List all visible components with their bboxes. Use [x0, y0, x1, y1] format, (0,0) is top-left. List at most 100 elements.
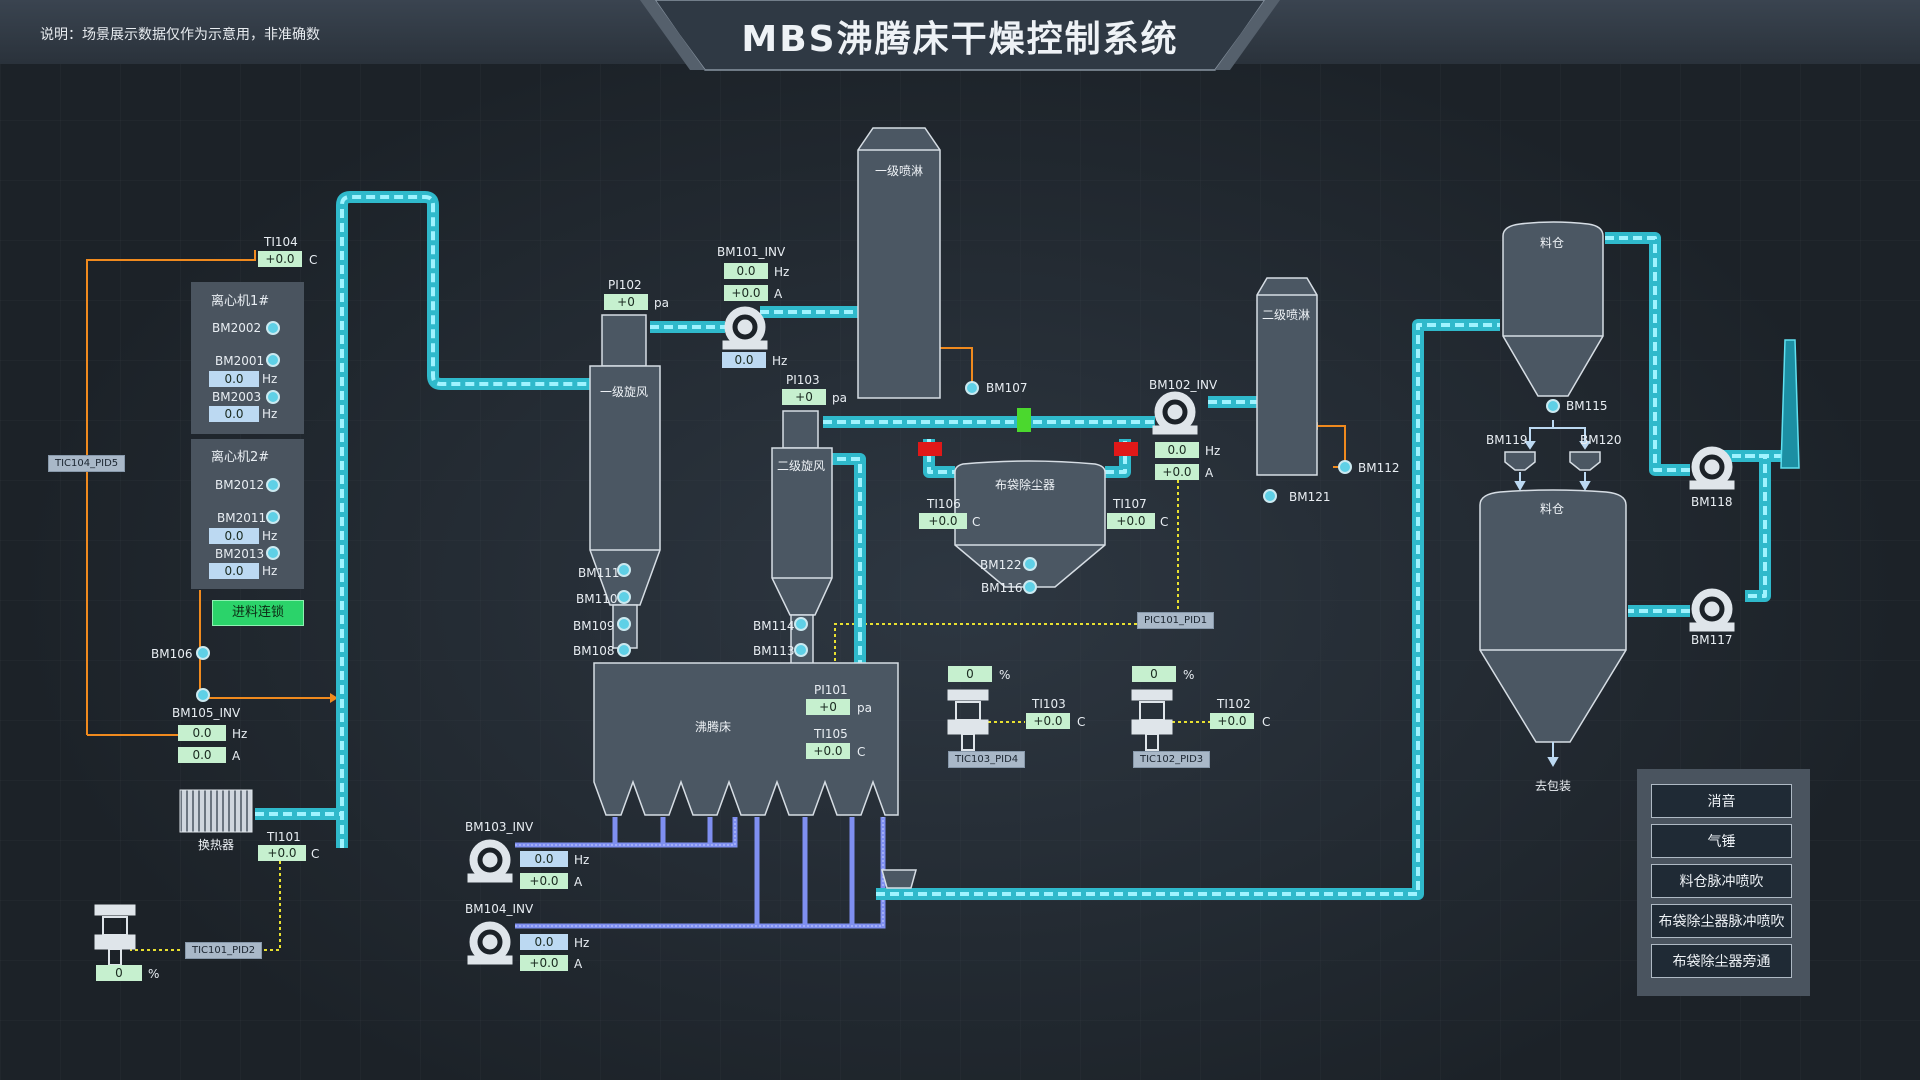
status-bm110[interactable]: [617, 590, 631, 604]
pi103-name: PI103: [786, 373, 820, 387]
bm2001-hz: 0.0: [209, 371, 259, 387]
label-bm106: BM106: [151, 647, 193, 661]
label-fluidbed: 沸腾床: [695, 720, 732, 734]
bm101-a: +0.0: [724, 285, 768, 301]
ti105-value: +0.0: [806, 743, 850, 759]
ti101-name: TI101: [267, 830, 301, 844]
status-bm113[interactable]: [794, 643, 808, 657]
fan-bm117: [1689, 588, 1735, 632]
bm103-hz: 0.0: [520, 851, 568, 867]
damper-green[interactable]: [1017, 408, 1031, 432]
heat-exchanger: [179, 789, 253, 833]
label-bm107: BM107: [986, 381, 1028, 395]
unit: Hz: [262, 564, 278, 578]
unit: Hz: [262, 372, 278, 386]
status-bm115[interactable]: [1546, 399, 1560, 413]
status-bm121[interactable]: [1263, 489, 1277, 503]
status-bm106[interactable]: [196, 646, 210, 660]
cmd-silence-button[interactable]: 消音: [1651, 784, 1792, 818]
silo-big: [1479, 489, 1627, 743]
unit: C: [1160, 515, 1169, 529]
tag-tic101[interactable]: TIC101_PID2: [185, 942, 263, 959]
tag-tic104[interactable]: TIC104_PID5: [48, 455, 126, 472]
unit: A: [774, 287, 783, 301]
label-bm112: BM112: [1358, 461, 1400, 475]
feed-interlock-button[interactable]: 进料连锁: [212, 600, 304, 626]
label-bm116: BM116: [981, 581, 1023, 595]
bm2011-hz: 0.0: [209, 528, 259, 544]
cmd-silo-pulse-button[interactable]: 料仓脉冲喷吹: [1651, 864, 1792, 898]
status-bm2011[interactable]: [266, 510, 280, 524]
tag-tic102[interactable]: TIC102_PID3: [1133, 751, 1211, 768]
status-bm114[interactable]: [794, 617, 808, 631]
label-spray1: 一级喷淋: [875, 164, 924, 178]
unit: A: [232, 749, 241, 763]
ti104-name: TI104: [264, 235, 298, 249]
ti107-value: +0.0: [1107, 513, 1155, 529]
status-bm111[interactable]: [617, 563, 631, 577]
fan-bm101: [722, 306, 768, 350]
label-bm119: BM119: [1486, 433, 1528, 447]
bm101-hz: 0.0: [724, 263, 768, 279]
hopper-bm119: [1504, 451, 1536, 471]
status-bm116[interactable]: [1023, 580, 1037, 594]
label-to-pack: 去包装: [1535, 779, 1572, 793]
status-bm2001[interactable]: [266, 353, 280, 367]
bm105-hz: 0.0: [178, 725, 226, 741]
unit: C: [1262, 715, 1271, 729]
ti103-value: +0.0: [1026, 713, 1070, 729]
status-bm122[interactable]: [1023, 557, 1037, 571]
status-bm107[interactable]: [965, 381, 979, 395]
label-silo-big: 料仓: [1540, 502, 1565, 516]
unit: %: [1183, 668, 1195, 682]
unit: Hz: [262, 529, 278, 543]
pi102-value: +0: [604, 294, 648, 310]
pid2-pct: 0: [96, 965, 142, 981]
status-bm2002[interactable]: [266, 321, 280, 335]
orange-lines: [86, 250, 1346, 736]
label-bm122: BM122: [980, 558, 1022, 572]
unit: A: [1205, 466, 1214, 480]
bm102-hz: 0.0: [1155, 442, 1199, 458]
fan-bm104: [467, 921, 513, 965]
unit: Hz: [772, 354, 788, 368]
unit: A: [574, 957, 583, 971]
damper-red-right[interactable]: [1114, 442, 1138, 456]
arrow-orange: [330, 693, 338, 703]
bm102-a: +0.0: [1155, 464, 1199, 480]
status-bm108[interactable]: [617, 643, 631, 657]
status-bm2013[interactable]: [266, 546, 280, 560]
label-bm113: BM113: [753, 644, 795, 658]
control-valve-pid4: [947, 689, 989, 751]
status-bm109[interactable]: [617, 617, 631, 631]
label-bm108: BM108: [573, 644, 615, 658]
status-bm112[interactable]: [1338, 460, 1352, 474]
label-bm2001: BM2001: [215, 354, 265, 368]
status-bm105[interactable]: [196, 688, 210, 702]
centrifuge2-title: 离心机2#: [211, 450, 270, 465]
status-bm2003[interactable]: [266, 390, 280, 404]
cmd-bagfilter-bypass-button[interactable]: 布袋除尘器旁通: [1651, 944, 1792, 978]
bm104-hz: 0.0: [520, 934, 568, 950]
unit: C: [857, 745, 866, 759]
label-bm109: BM109: [573, 619, 615, 633]
label-cyclone2: 二级旋风: [777, 459, 826, 473]
tag-tic103[interactable]: TIC103_PID4: [948, 751, 1026, 768]
command-panel: 消音 气锤 料仓脉冲喷吹 布袋除尘器脉冲喷吹 布袋除尘器旁通: [1637, 769, 1810, 996]
status-bm2012[interactable]: [266, 478, 280, 492]
label-spray2: 二级喷淋: [1262, 308, 1311, 322]
ti102-value: +0.0: [1210, 713, 1254, 729]
ti106-name: TI106: [927, 497, 961, 511]
damper-red-left[interactable]: [918, 442, 942, 456]
label-cyclone1: 一级旋风: [600, 385, 649, 399]
bm101-name: BM101_INV: [717, 245, 786, 259]
tag-pic101[interactable]: PIC101_PID1: [1137, 612, 1215, 629]
pi103-value: +0: [782, 389, 826, 405]
yellow-lines: [130, 480, 1210, 951]
pid4-pct: 0: [948, 666, 992, 682]
cyclone-2-neck: [782, 410, 819, 449]
cmd-bagfilter-pulse-button[interactable]: 布袋除尘器脉冲喷吹: [1651, 904, 1792, 938]
unit: pa: [857, 701, 872, 715]
bm105-name: BM105_INV: [172, 706, 241, 720]
cmd-air-hammer-button[interactable]: 气锤: [1651, 824, 1792, 858]
